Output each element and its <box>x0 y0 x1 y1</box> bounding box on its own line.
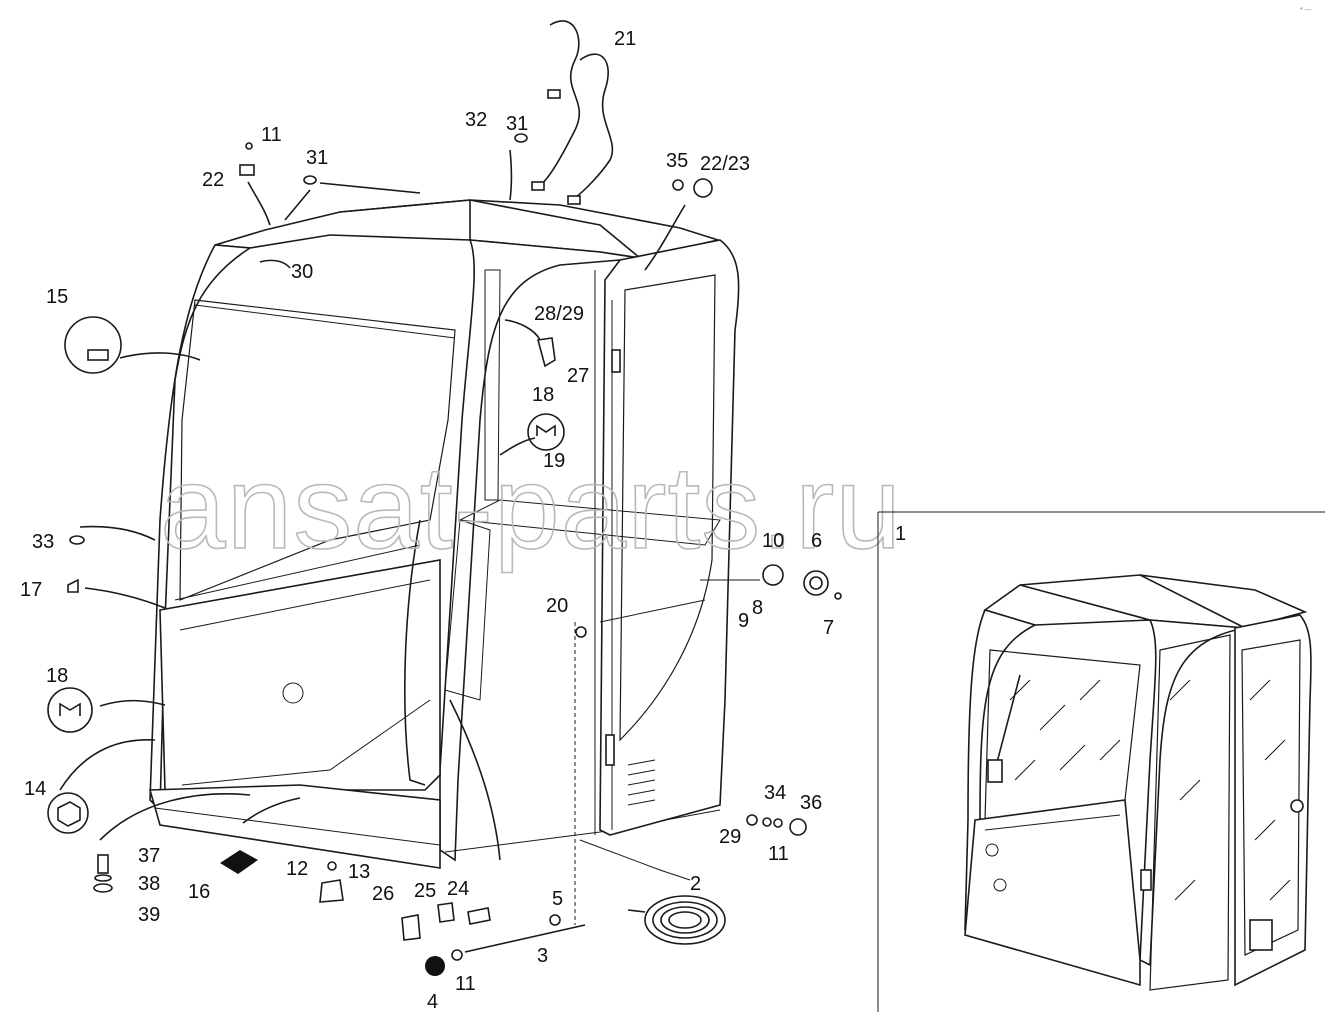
callout-11-bottom: 11 <box>455 973 476 995</box>
door-vent <box>627 759 656 806</box>
arrows <box>59 149 760 881</box>
callout-18-lower: 18 <box>46 665 68 687</box>
bracket <box>319 879 344 903</box>
callout-19: 19 <box>543 450 565 472</box>
callout-3: 3 <box>537 945 548 967</box>
callout-17: 17 <box>20 579 42 601</box>
cab-door-frame <box>599 239 740 836</box>
callout-5: 5 <box>552 888 563 910</box>
door-window <box>619 274 716 742</box>
callout-11-right: 11 <box>768 843 789 865</box>
callout-24: 24 <box>447 878 469 900</box>
callout-14: 14 <box>24 778 46 800</box>
callout-30: 30 <box>291 261 313 283</box>
callout-33: 33 <box>32 531 54 553</box>
callout-25: 25 <box>414 880 436 902</box>
grille-pad <box>220 850 258 874</box>
callout-35: 35 <box>666 150 688 172</box>
callout-6: 6 <box>811 530 822 552</box>
cab-a-pillar <box>439 239 641 862</box>
inset-divider <box>877 511 1325 1012</box>
small-parts <box>47 20 842 976</box>
callout-34: 34 <box>764 782 786 804</box>
callout-31-left: 31 <box>306 147 328 169</box>
glass-reflections <box>1009 679 1121 781</box>
callout-28-29: 28/29 <box>534 303 584 325</box>
callout-31-right: 31 <box>506 113 528 135</box>
cab-roof <box>214 199 722 259</box>
callout-12: 12 <box>286 858 308 880</box>
callout-20: 20 <box>546 595 568 617</box>
callout-38: 38 <box>138 873 160 895</box>
callout-29: 29 <box>719 826 741 848</box>
cab-lower-front <box>159 559 441 791</box>
callout-8: 8 <box>752 597 763 619</box>
watermark: ansat-parts.ru <box>160 442 902 574</box>
callout-21: 21 <box>614 28 636 50</box>
main-cab <box>148 199 740 869</box>
callout-32: 32 <box>465 109 487 131</box>
callout-10: 10 <box>762 530 784 552</box>
callout-labels: 1 2 3 4 5 6 7 8 9 10 11 11 11 12 13 14 1… <box>20 28 906 1013</box>
wiring-harness <box>539 20 581 186</box>
callout-18-upper: 18 <box>532 384 554 406</box>
callout-2: 2 <box>690 873 701 895</box>
wiper <box>994 674 1021 771</box>
cab-front-frame <box>149 244 253 812</box>
corner-mark: * --- <box>1300 7 1312 14</box>
callout-15: 15 <box>46 286 68 308</box>
callout-13: 13 <box>348 861 370 883</box>
callout-11-top: 11 <box>261 124 282 146</box>
front-grab-handle <box>403 519 426 786</box>
assembled-cab-inset <box>964 574 1312 991</box>
callout-7: 7 <box>823 617 834 639</box>
tape-roll <box>627 895 726 945</box>
knob <box>425 956 445 976</box>
callout-22-23: 22/23 <box>700 153 750 175</box>
callout-36: 36 <box>800 792 822 814</box>
rod <box>464 924 586 953</box>
callout-9: 9 <box>738 610 749 632</box>
callout-37: 37 <box>138 845 160 867</box>
front-window <box>179 299 456 601</box>
callout-39: 39 <box>138 904 160 926</box>
callout-27: 27 <box>567 365 589 387</box>
callout-22: 22 <box>202 169 224 191</box>
callout-16: 16 <box>188 881 210 903</box>
callout-4: 4 <box>427 991 438 1013</box>
seal-detail <box>64 316 122 374</box>
callout-1: 1 <box>895 523 906 545</box>
door-handle <box>605 734 615 766</box>
callout-26: 26 <box>372 883 394 905</box>
